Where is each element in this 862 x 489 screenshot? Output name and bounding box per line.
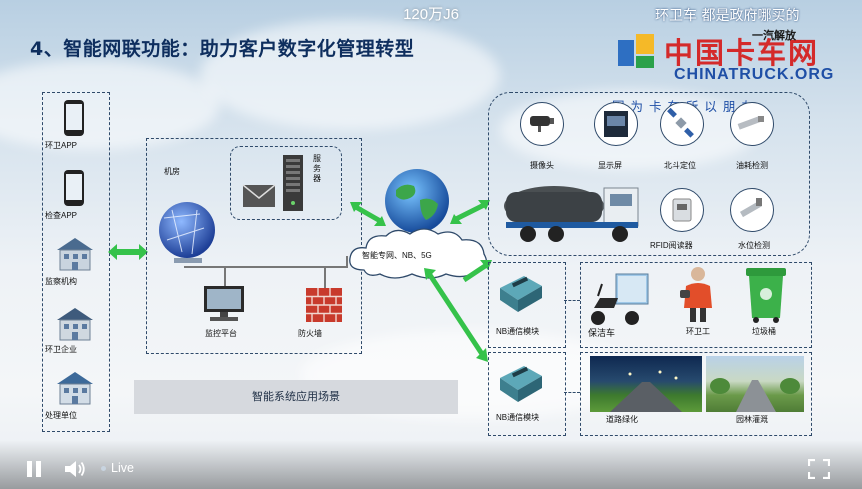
arrow-to-devices-icon [450, 198, 490, 230]
rfid-reader-icon [672, 198, 692, 226]
nb-module-icon [498, 364, 544, 408]
double-arrow-icon [108, 243, 148, 265]
mail-icon [242, 184, 276, 212]
bg-cloud [200, 20, 500, 130]
water-level-sensor-icon [736, 196, 766, 226]
display-screen-icon [603, 110, 629, 142]
left-item-label: 环卫APP [45, 141, 78, 150]
cleaning-cart-icon [588, 268, 652, 332]
watermark-line1: 环卫车 都是政府哪买的 [655, 8, 800, 24]
satellite-icon [666, 107, 696, 142]
sanitation-truck-icon [500, 176, 646, 252]
garden-irrigation-image [706, 356, 804, 412]
fuel-sensor-icon [736, 114, 766, 136]
slide-title: 4、智能网联功能：助力客户数字化管理转型 [30, 38, 415, 60]
left-item-label: 监察机构 [45, 277, 77, 286]
left-item-label: 环卫企业 [45, 345, 77, 354]
landscape-item-label: 道路绿化 [606, 415, 638, 424]
left-entities-group [42, 92, 110, 432]
sanitation-worker-icon [676, 264, 720, 328]
building-icon [55, 306, 95, 346]
monitor-label: 监控平台 [205, 329, 237, 338]
landscape-items-group [580, 352, 812, 436]
arrow-to-server-icon [350, 200, 386, 232]
live-label: Live [111, 461, 134, 475]
pause-icon[interactable] [26, 460, 42, 482]
left-item-label: 处理单位 [45, 411, 77, 420]
connector-line [564, 392, 580, 395]
firewall-icon [306, 288, 342, 326]
connector-line [564, 300, 580, 303]
server-room-group [146, 138, 362, 354]
landscape-item-label: 园林灌溉 [736, 415, 768, 424]
devices-group [488, 92, 810, 256]
building-icon [55, 370, 95, 410]
sanitation-item-label: 保洁车 [588, 328, 616, 338]
device-label: 水位检测 [738, 241, 770, 250]
scene-banner [134, 380, 458, 414]
network-drop-line [224, 266, 226, 286]
volume-icon[interactable] [64, 459, 86, 483]
device-label: 显示屏 [598, 161, 622, 170]
arrow-to-nb2-icon [424, 268, 490, 368]
scene-banner-label: 智能系统应用场景 [252, 390, 340, 403]
globe-internet-icon [382, 166, 452, 240]
video-title: 120万J6 [403, 6, 459, 23]
road-greening-image [590, 356, 702, 412]
network-cloud-icon [346, 226, 492, 286]
device-label: 油耗检测 [736, 161, 768, 170]
bg-cloud [0, 60, 220, 150]
globe-network-icon [152, 198, 222, 272]
server-label: 服 务 器 [313, 154, 321, 183]
device-label: 北斗定位 [664, 161, 696, 170]
nb-module-icon [498, 274, 544, 318]
device-label: 摄像头 [530, 161, 554, 170]
video-controls-bar: Live [0, 440, 862, 489]
watermark-brand-right: 一汽解放 [752, 29, 796, 42]
left-item-label: 检查APP [45, 211, 78, 220]
firewall-label: 防火墙 [298, 329, 322, 338]
server-room-label: 机房 [164, 167, 180, 176]
nb-module-group-1 [488, 262, 566, 348]
camera-icon [528, 112, 556, 138]
device-label: RFID阅读器 [650, 241, 693, 250]
nb-module-label-2: NB通信模块 [496, 413, 540, 422]
watermark-logo-cn: 中国卡车网 [664, 36, 820, 70]
server-group [230, 146, 342, 220]
network-bus-line [184, 266, 348, 268]
phone-icon [64, 100, 84, 136]
phone-icon [64, 170, 84, 206]
monitor-computer-icon [202, 284, 246, 328]
nb-module-label-1: NB通信模块 [496, 327, 540, 336]
watermark-logo-en: CHINATRUCK.ORG [674, 66, 835, 83]
network-label: 智能专网、NB、5G [362, 251, 432, 260]
server-tower-icon [282, 154, 304, 216]
sanitation-items-group [580, 262, 812, 348]
sanitation-item-label: 垃圾桶 [752, 327, 776, 336]
live-dot-icon [101, 466, 106, 471]
trash-bin-icon [744, 264, 788, 328]
sanitation-item-label: 环卫工 [686, 327, 710, 336]
fullscreen-icon[interactable] [807, 458, 831, 483]
network-drop-line [346, 256, 348, 268]
nb-module-group-2 [488, 352, 566, 436]
watermark-logo-icon [616, 30, 660, 74]
building-icon [55, 236, 95, 276]
network-drop-line [324, 266, 326, 290]
